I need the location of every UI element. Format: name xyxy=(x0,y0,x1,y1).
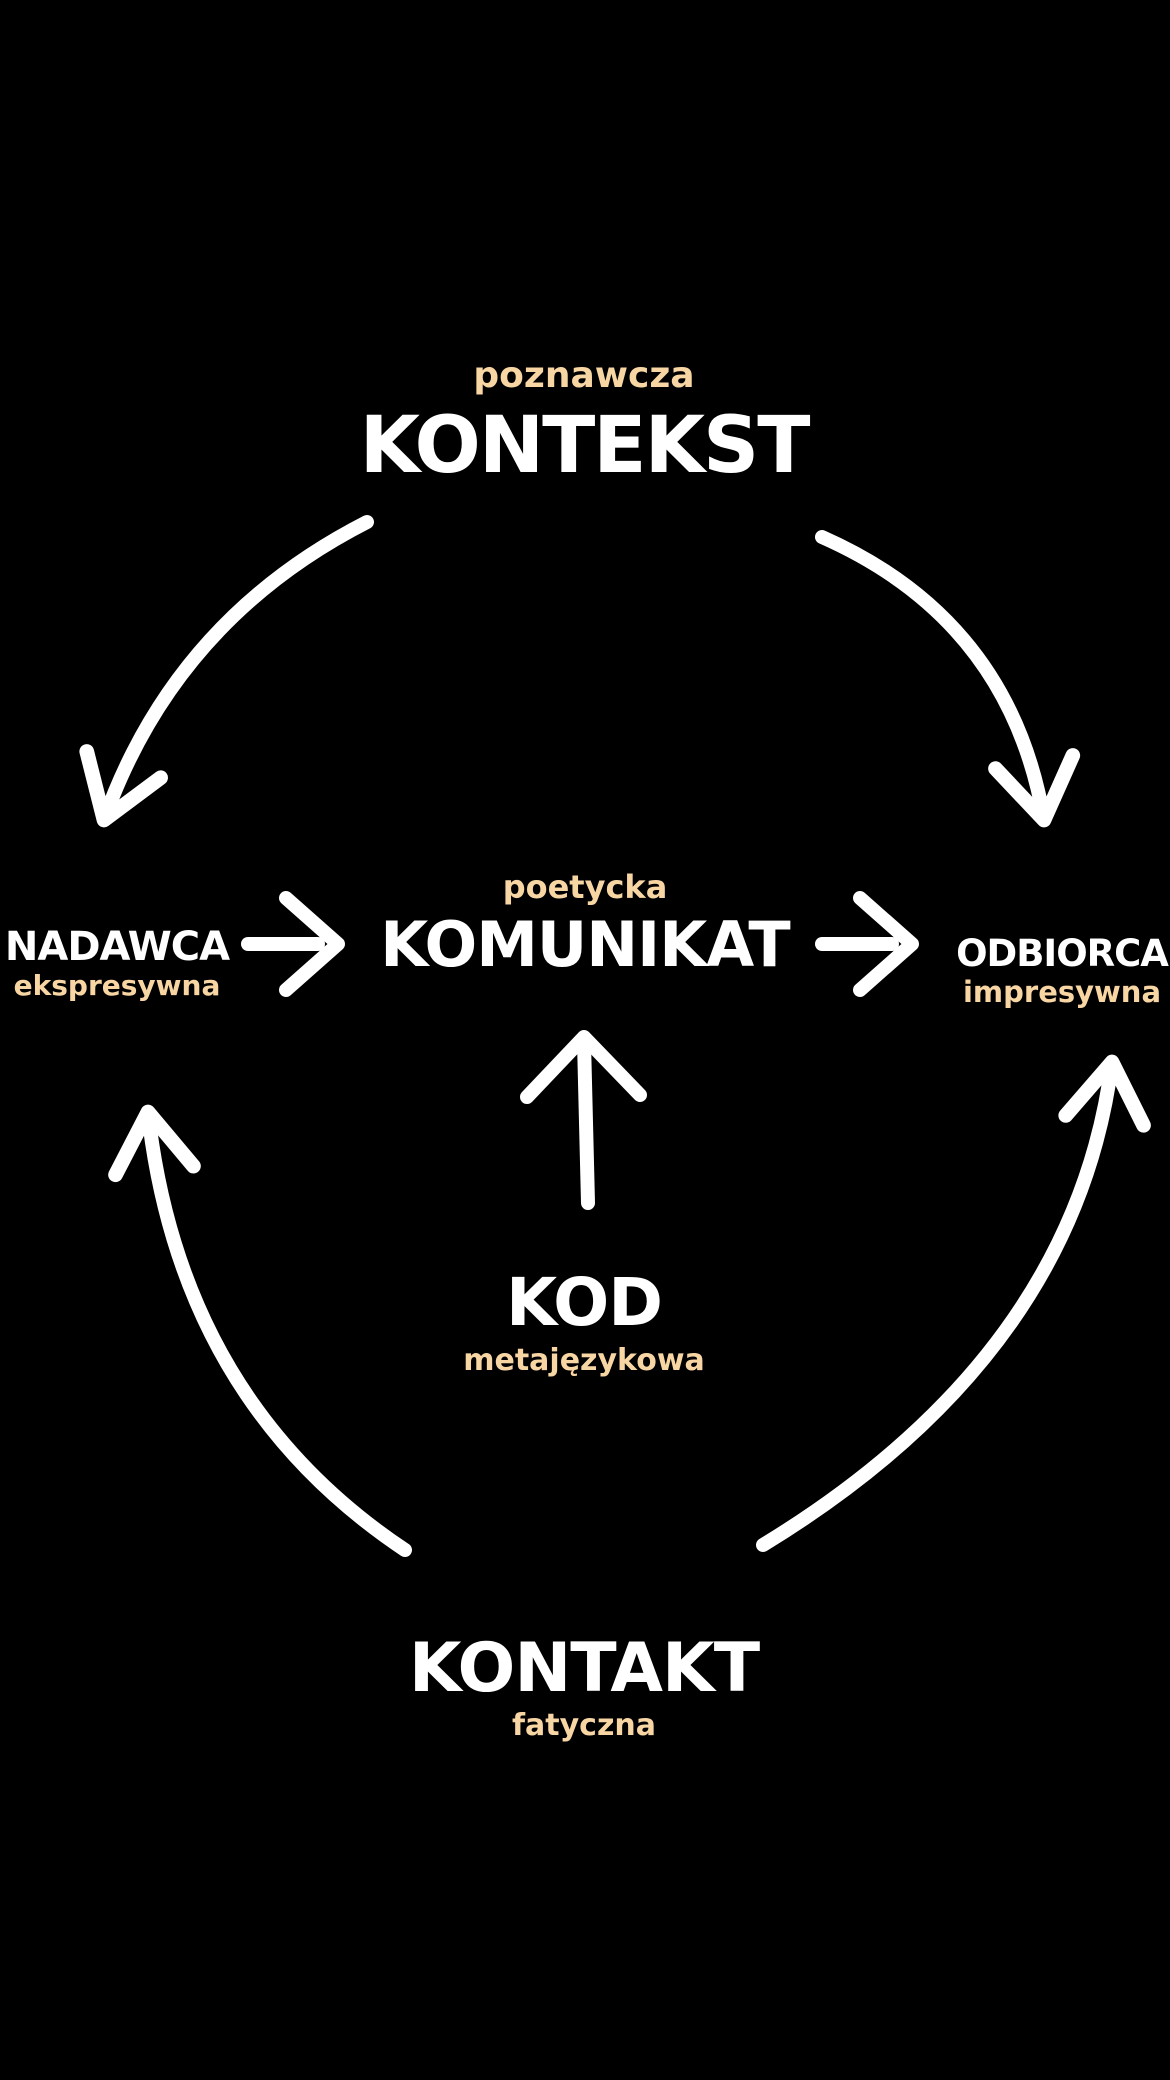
function-label-poetycka: poetycka xyxy=(502,868,668,906)
node-nadawca: NADAWCA ekspresywna xyxy=(4,924,230,1002)
node-odbiorca: ODBIORCA impresywna xyxy=(956,932,1169,1009)
node-label-kontekst: KONTEKST xyxy=(359,400,811,491)
node-kontekst: poznawcza KONTEKST xyxy=(359,355,811,491)
node-kontakt: KONTAKT fatyczna xyxy=(408,1629,760,1743)
function-label-ekspresywna: ekspresywna xyxy=(13,969,221,1002)
node-label-kontakt: KONTAKT xyxy=(408,1629,760,1708)
node-label-komunikat: KOMUNIKAT xyxy=(380,908,790,982)
node-komunikat: poetycka KOMUNIKAT xyxy=(380,868,790,982)
node-label-odbiorca: ODBIORCA xyxy=(956,932,1169,975)
arrow-kontakt-to-nadawca xyxy=(108,1104,412,1557)
arrow-komunikat-to-odbiorca-head xyxy=(853,891,919,997)
arrow-kontekst-to-odbiorca xyxy=(815,530,1081,828)
function-label-impresywna: impresywna xyxy=(962,974,1162,1009)
node-label-kod: KOD xyxy=(505,1264,663,1341)
arrow-kontakt-to-odbiorca xyxy=(756,1054,1151,1552)
function-label-metajezykowa: metajęzykowa xyxy=(463,1342,705,1378)
node-label-nadawca: NADAWCA xyxy=(4,924,230,970)
arrow-kod-to-komunikat-head xyxy=(520,1030,647,1104)
function-label-poznawcza: poznawcza xyxy=(473,355,695,396)
node-kod: KOD metajęzykowa xyxy=(463,1264,705,1378)
function-label-fatyczna: fatyczna xyxy=(511,1707,657,1743)
arrow-nadawca-to-komunikat-head xyxy=(279,891,345,997)
arrow-kontekst-to-nadawca xyxy=(79,515,374,828)
arrow-kod-to-komunikat-tail xyxy=(577,1035,595,1210)
